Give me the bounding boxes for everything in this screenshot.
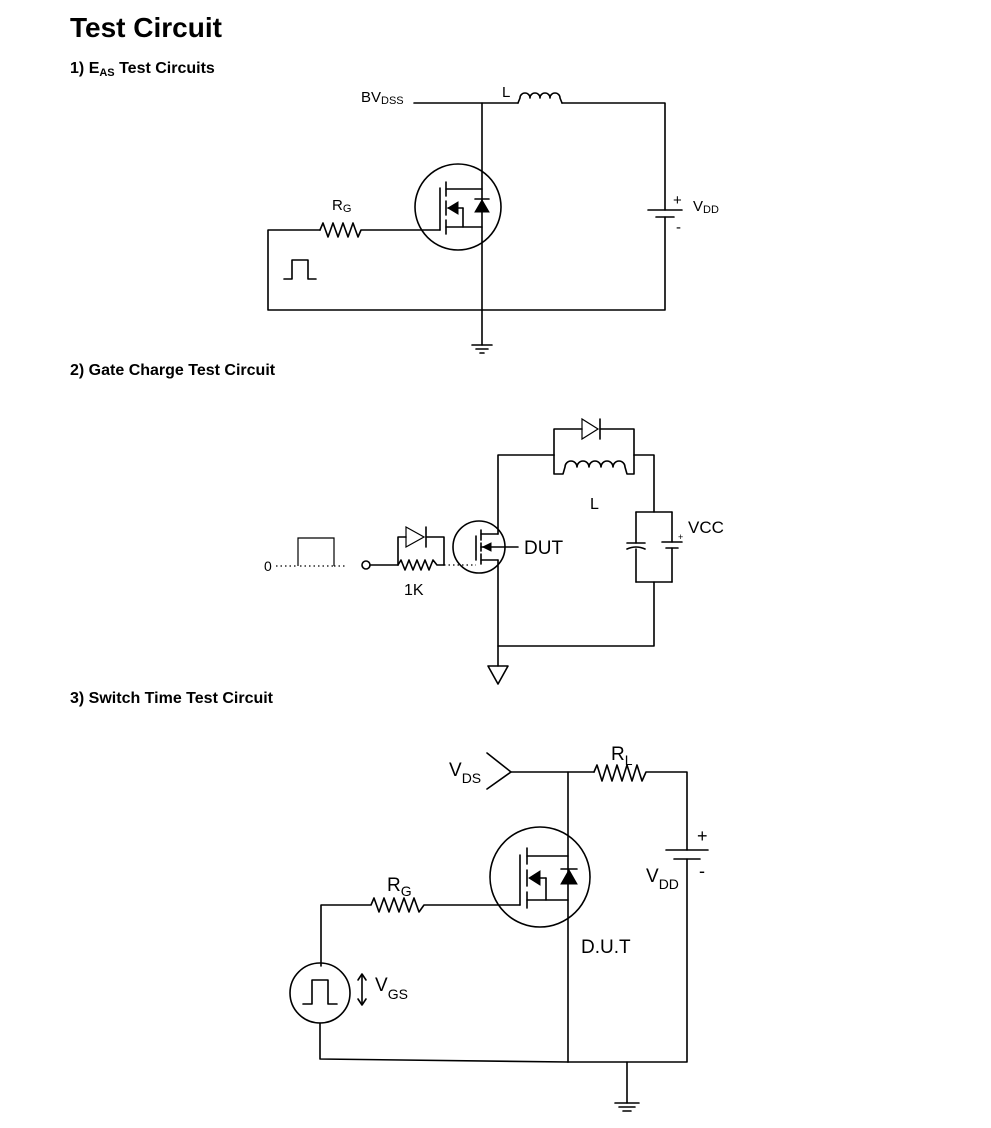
zero-label: 0 [264, 558, 272, 574]
plus-label: + [673, 192, 682, 209]
pulse-waveform [297, 537, 335, 566]
left-return-wire [319, 1022, 569, 1063]
vgs-pulse-source [289, 962, 351, 1024]
dut-mosfet [452, 520, 519, 574]
vds-label: VDS [449, 760, 481, 786]
mosfet-symbol [414, 163, 502, 251]
section-heading-eas: 1) EAS Test Circuits [70, 60, 215, 79]
gate-resistor [320, 897, 521, 967]
bvdss-label: BVDSS [361, 89, 404, 107]
ground-icon [487, 665, 509, 685]
vgs-arrow-icon [357, 973, 367, 1006]
ground-icon [471, 344, 493, 354]
flyback-diode [553, 417, 635, 456]
dut-label: DUT [524, 538, 563, 559]
minus-label: - [676, 219, 681, 236]
heading-rest: Test Circuits [114, 60, 215, 77]
resistor-1k [397, 559, 445, 571]
plus-label: + [697, 826, 708, 846]
right-wire-top [561, 102, 666, 211]
inductor-label: L [502, 84, 510, 101]
section-heading-switch-time: 3) Switch Time Test Circuit [70, 690, 274, 707]
resistor-1k-label: 1K [404, 582, 424, 599]
rg-label: RG [332, 197, 351, 215]
vds-terminal-arrow [486, 752, 512, 790]
vdd-battery [665, 849, 709, 860]
input-terminal [361, 560, 371, 570]
loop-wire [267, 216, 666, 311]
gate-charge-test-circuit: 0 1K DUT [264, 417, 724, 685]
heading-e: E [88, 60, 100, 77]
heading-number: 1) [70, 60, 85, 77]
minus-label: - [699, 861, 705, 881]
rl-label: RL [611, 744, 633, 768]
right-return-wire [567, 858, 688, 1063]
pulse-source [283, 259, 317, 280]
inductor-symbol [553, 454, 635, 475]
rg-label: RG [387, 875, 412, 899]
gate-diode [397, 525, 445, 566]
vdd-label: VDD [693, 198, 719, 216]
drain-wire [497, 454, 555, 535]
vgs-label: VGS [375, 975, 408, 1002]
switch-time-test-circuit: VDS RL + VDD - D.U.T RG [289, 744, 709, 1112]
gate-resistor [319, 222, 441, 238]
inductor-label: L [590, 496, 599, 513]
vcc-label: VCC [688, 518, 724, 537]
vcc-supply: + [626, 511, 683, 583]
right-wire-top [633, 454, 655, 513]
heading-as-subscript: AS [99, 67, 115, 79]
inductor-symbol [517, 92, 563, 104]
dut-mosfet [489, 826, 591, 928]
dut-label: D.U.T [581, 937, 631, 958]
ground-icon [614, 1102, 640, 1112]
vdd-battery [647, 209, 683, 218]
page-title: Test Circuit [70, 12, 222, 43]
eas-test-circuit: BVDSS L + VDD - RG [267, 84, 719, 354]
return-wire [497, 559, 655, 647]
vdd-label: VDD [646, 866, 679, 892]
section-heading-gate-charge: 2) Gate Charge Test Circuit [70, 362, 276, 379]
load-resistor [593, 764, 688, 851]
vcc-plus: + [678, 532, 683, 542]
